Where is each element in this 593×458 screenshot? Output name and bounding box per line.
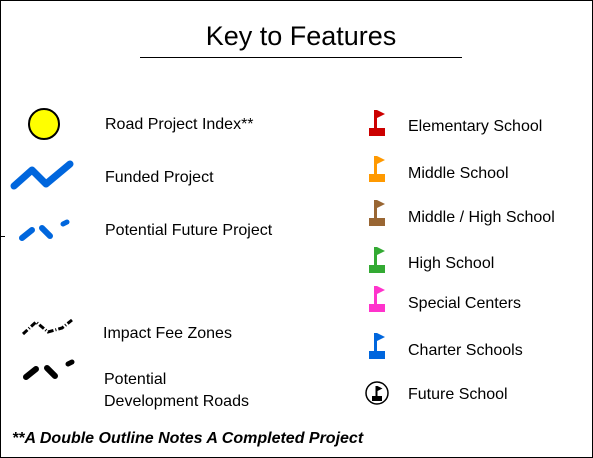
road-project-index-circle-icon — [28, 108, 60, 140]
special-centers-flag-icon — [369, 286, 385, 312]
impact-fee-zones-label: Impact Fee Zones — [103, 325, 232, 342]
middle-school-flag-icon — [369, 156, 385, 182]
road-project-index-label: Road Project Index** — [105, 116, 254, 133]
legend-title: Key to Features — [205, 21, 397, 51]
elementary-school-label: Elementary School — [408, 118, 543, 135]
title-underline — [140, 57, 462, 58]
middle-high-school-flag-icon — [369, 200, 385, 226]
impact-fee-zones-line-icon — [21, 318, 73, 336]
potential-future-project-dash-icon — [19, 219, 70, 241]
potential-development-roads-dash-icon — [23, 359, 75, 380]
elementary-school-flag-icon — [369, 110, 385, 136]
funded-project-line-icon — [10, 160, 74, 190]
middle-school-label: Middle School — [408, 165, 509, 182]
middle-high-school-label: Middle / High School — [408, 209, 555, 226]
completed-project-footnote: **A Double Outline Notes A Completed Pro… — [12, 430, 364, 447]
future-school-circle-flag-icon — [365, 381, 389, 405]
special-centers-label: Special Centers — [408, 295, 521, 312]
funded-project-label: Funded Project — [105, 169, 214, 186]
high-school-label: High School — [408, 255, 495, 272]
future-school-label: Future School — [408, 386, 508, 403]
charter-schools-flag-icon — [369, 333, 385, 359]
charter-schools-label: Charter Schools — [408, 342, 523, 359]
potential-development-roads-label-line1: Potential — [104, 371, 167, 388]
potential-future-project-label: Potential Future Project — [105, 222, 273, 239]
left-edge-tick — [0, 236, 5, 237]
high-school-flag-icon — [369, 247, 385, 273]
potential-development-roads-label-line2: Development Roads — [104, 393, 249, 410]
